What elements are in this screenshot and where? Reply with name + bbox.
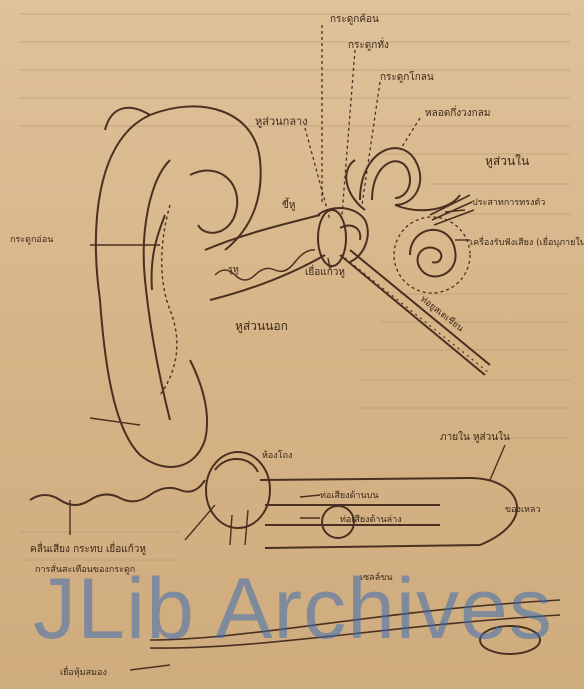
label-malleus: กระดูกค้อน [330,13,379,25]
label-vestibular-nerve: ประสาทการทรงตัว [472,198,545,208]
label-semicircular: หลอดกึ่งวงกลม [425,105,490,119]
label-inner-fluid: ภายใน หูส่วนใน [440,431,510,443]
semicircular-canals [346,148,460,210]
label-stapes: กระดูกโกลน [380,70,434,83]
leader-lines [305,25,420,220]
label-cochlea: เครื่องรับฟังเสียง (เยื่อบุภายใน) [470,235,584,248]
label-sound-waves: คลื่นเสียง กระทบ เยื่อแก้วหู [30,541,146,555]
label-right-fluid: ของเหลว [505,505,541,515]
label-scala-vestibuli: ท่อเสียงด้านบน [320,490,379,501]
watermark: JLib Archives [8,560,578,659]
label-auditory-tube: ท่อยูสเตเชียน [418,294,465,334]
ear-canal [205,215,325,300]
label-ear-canal: รูหู [228,265,239,275]
label-outer-ear: หูส่วนนอก [235,319,288,334]
label-vestibule: ห้องโถง [262,450,292,461]
label-bottom-note: เยื่อหุ้มสมอง [60,665,107,678]
label-scala-tympani: ท่อเสียงด้านล่าง [340,514,402,525]
pinna [96,106,261,467]
cochlea [394,217,470,293]
label-cartilage: กระดูกอ่อน [10,235,53,245]
label-inner-ear: หูส่วนใน [485,154,529,169]
cartilage-outline [160,205,177,395]
label-middle-ear: หูส่วนกลาง [255,115,308,128]
label-eardrum: เยื่อแก้วหู [305,264,345,278]
background-text-lines [20,14,570,560]
label-incus: กระดูกทั่ง [348,37,389,51]
label-earwax: ขี้หู [282,197,295,211]
vestibular-nerve [430,195,474,225]
